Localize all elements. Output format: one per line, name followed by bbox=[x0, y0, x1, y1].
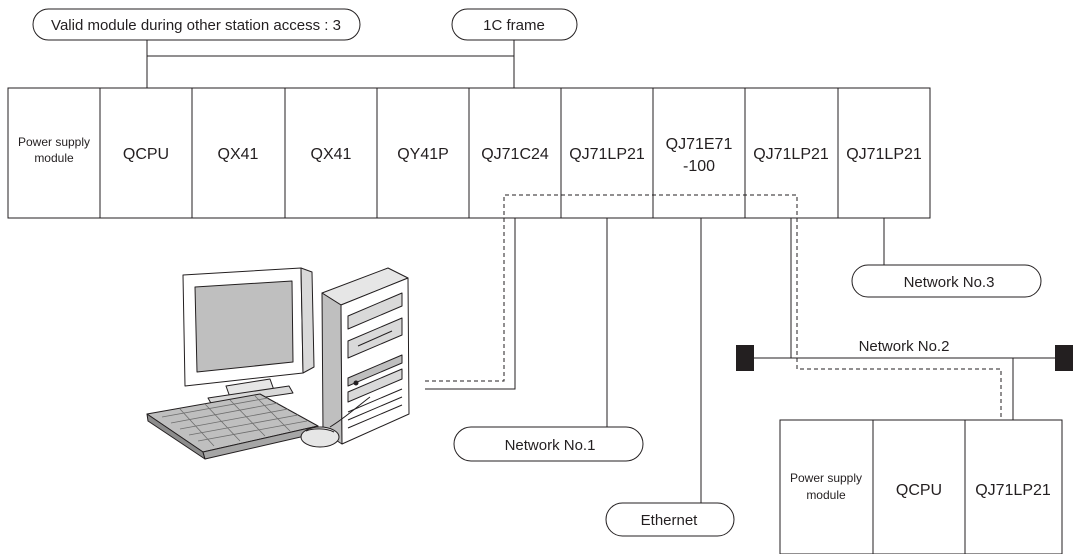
slot-qy41p: QY41P bbox=[397, 146, 449, 163]
network2-text: Network No.2 bbox=[859, 338, 950, 355]
slot-qx41-b: QX41 bbox=[311, 146, 352, 163]
remote-slot-power-supply-line1: Power supply bbox=[790, 471, 862, 485]
slot-power-supply-line1: Power supply bbox=[18, 135, 90, 149]
remote-slot-qj71lp21: QJ71LP21 bbox=[975, 482, 1051, 499]
network3-callout: Network No.3 bbox=[851, 264, 1042, 298]
access-route bbox=[425, 194, 1002, 420]
computer bbox=[146, 267, 410, 460]
slot-qj71c24: QJ71C24 bbox=[481, 146, 549, 163]
slot-qj71e71-line2: -100 bbox=[683, 158, 715, 175]
slot-qx41-a: QX41 bbox=[218, 146, 259, 163]
slot-qj71lp21-c: QJ71LP21 bbox=[846, 146, 922, 163]
monitor bbox=[182, 267, 315, 406]
slot-qcpu: QCPU bbox=[123, 146, 169, 163]
main-rack: Power supply module QCPU QX41 QX41 QY41P… bbox=[7, 87, 931, 219]
slot-qj71lp21-b: QJ71LP21 bbox=[753, 146, 829, 163]
network1-text: Network No.1 bbox=[505, 437, 596, 454]
network1-callout: Network No.1 bbox=[453, 426, 644, 462]
slot-qj71lp21-a: QJ71LP21 bbox=[569, 146, 645, 163]
keyboard bbox=[146, 393, 319, 460]
valid-module-text: Valid module during other station access… bbox=[51, 17, 341, 34]
callout-leaders bbox=[146, 40, 515, 88]
ethernet-text: Ethernet bbox=[641, 512, 699, 529]
tower bbox=[321, 267, 410, 445]
frame-callout: 1C frame bbox=[451, 8, 578, 41]
right-terminator bbox=[1055, 345, 1073, 371]
valid-module-callout: Valid module during other station access… bbox=[32, 8, 361, 41]
slot-power-supply-line2: module bbox=[34, 151, 74, 165]
remote-slot-qcpu: QCPU bbox=[896, 482, 942, 499]
ethernet-callout: Ethernet bbox=[605, 502, 735, 537]
mouse bbox=[300, 396, 371, 448]
remote-rack: Power supply module QCPU QJ71LP21 bbox=[779, 419, 1063, 554]
left-terminator bbox=[736, 345, 754, 371]
slot-qj71e71-line1: QJ71E71 bbox=[666, 136, 733, 153]
network-cables bbox=[425, 218, 1063, 503]
remote-slot-power-supply-line2: module bbox=[806, 488, 846, 502]
network3-text: Network No.3 bbox=[904, 274, 995, 291]
frame-text: 1C frame bbox=[483, 17, 545, 34]
